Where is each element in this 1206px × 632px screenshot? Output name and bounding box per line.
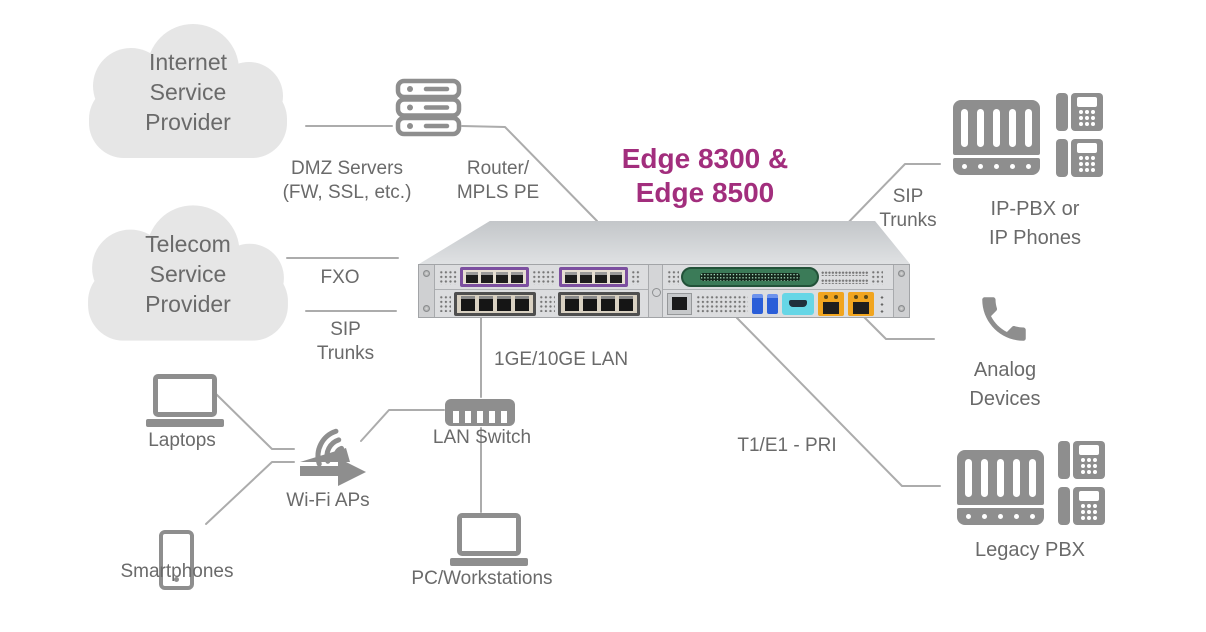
cloud-icon	[89, 24, 287, 158]
isp-line2: Service	[149, 79, 227, 105]
telecom-line1: Telecom	[145, 231, 231, 257]
legacy-phones-icon	[1058, 441, 1105, 525]
desk-phone-icon	[1056, 93, 1103, 131]
ge-port-1	[818, 291, 844, 316]
telecom-cloud: Telecom Service Provider	[82, 203, 294, 345]
rack-ear-right	[893, 265, 909, 317]
isp-cloud-label: Internet Service Provider	[83, 22, 293, 162]
appliance-front-face	[418, 264, 910, 318]
ip-pbx-icon	[953, 100, 1040, 175]
status-leds	[878, 293, 886, 314]
laptops-label: Laptops	[148, 430, 216, 451]
router-label: Router/ MPLS PE	[448, 157, 548, 205]
laptop-icon	[146, 374, 224, 427]
smartphones-label: Smartphones	[120, 561, 234, 582]
ip-pbx-line1: IP-PBX or	[990, 198, 1080, 220]
analog-line2: Devices	[969, 388, 1041, 410]
usb-port-1	[752, 293, 763, 314]
isp-line1: Internet	[149, 49, 227, 75]
lan-switch-icon	[445, 399, 515, 426]
dmz-label-line2: (FW, SSL, etc.)	[282, 182, 412, 203]
desk-phone-icon	[1056, 139, 1103, 177]
desk-phone-icon	[1058, 487, 1105, 525]
rj45-group-dark-1	[454, 291, 536, 316]
sip-trunks-left-label: SIP Trunks	[303, 318, 388, 366]
sip-left-line2: Trunks	[316, 343, 375, 364]
analog-line1: Analog	[973, 359, 1037, 381]
line-device-sip-right	[842, 163, 941, 229]
legacy-pbx-label: Legacy PBX	[974, 539, 1086, 561]
fxs-fxo-module	[435, 265, 648, 317]
telco-connector	[681, 267, 819, 287]
line-device-analog	[858, 311, 935, 340]
lan-switch-label: LAN Switch	[432, 427, 532, 448]
server-stack-icon	[395, 78, 462, 142]
cloud-icon	[88, 205, 288, 341]
title-line1: Edge 8300 &	[621, 143, 789, 174]
rack-ear-left	[419, 265, 435, 317]
ip-pbx-line2: IP Phones	[989, 227, 1081, 249]
page-title: Edge 8300 & Edge 8500	[595, 142, 815, 210]
appliance-top-face	[418, 221, 910, 264]
isp-cloud: Internet Service Provider	[83, 22, 293, 162]
isp-line3: Provider	[145, 109, 231, 135]
rj45-group-dark-2	[558, 291, 640, 316]
title-line2: Edge 8500	[635, 177, 775, 208]
pc-icon	[450, 513, 528, 566]
phone-handset-icon	[975, 290, 1033, 353]
ip-phones-icon	[1056, 93, 1103, 177]
ip-pbx-label: IP-PBX or IP Phones	[955, 195, 1115, 253]
display-port	[782, 292, 814, 315]
router-label-line1: Router/	[466, 158, 530, 179]
io-module	[663, 265, 893, 317]
dmz-label-line1: DMZ Servers	[291, 158, 403, 179]
legacy-pbx-icon	[957, 450, 1044, 525]
line-device-legacy	[736, 317, 941, 487]
sip-left-line1: SIP	[330, 319, 361, 340]
lan-link-label: 1GE/10GE LAN	[494, 349, 629, 370]
chassis-divider	[648, 265, 663, 317]
wifi-label: Wi-Fi APs	[286, 490, 370, 511]
edge-appliance	[418, 221, 910, 319]
telecom-cloud-label: Telecom Service Provider	[82, 203, 294, 345]
usb-port-2	[767, 293, 778, 314]
pc-label: PC/Workstations	[411, 568, 553, 589]
smartphone-icon	[159, 530, 194, 590]
telecom-line3: Provider	[145, 291, 231, 317]
wifi-ap-icon	[292, 416, 370, 493]
telecom-line2: Service	[149, 261, 227, 287]
mgmt-port	[667, 292, 692, 315]
sip-right-line1: SIP	[892, 186, 924, 207]
sip-right-line2: Trunks	[879, 210, 937, 231]
router-label-line2: MPLS PE	[456, 182, 540, 203]
line-switch-wifi	[360, 409, 445, 442]
rj45-group-purple-1	[460, 267, 529, 287]
desk-phone-icon	[1058, 441, 1105, 479]
line-dmz-device	[461, 125, 598, 222]
ge-port-2	[848, 291, 874, 316]
dmz-label: DMZ Servers (FW, SSL, etc.)	[267, 157, 427, 205]
sip-trunks-right-label: SIP Trunks	[868, 185, 948, 233]
rj45-group-purple-2	[559, 267, 628, 287]
analog-label: Analog Devices	[945, 356, 1065, 414]
line-phone-wifi	[205, 461, 295, 525]
line-laptop-wifi	[213, 391, 295, 450]
fxo-label: FXO	[320, 267, 360, 288]
t1e1-label: T1/E1 - PRI	[737, 435, 837, 456]
